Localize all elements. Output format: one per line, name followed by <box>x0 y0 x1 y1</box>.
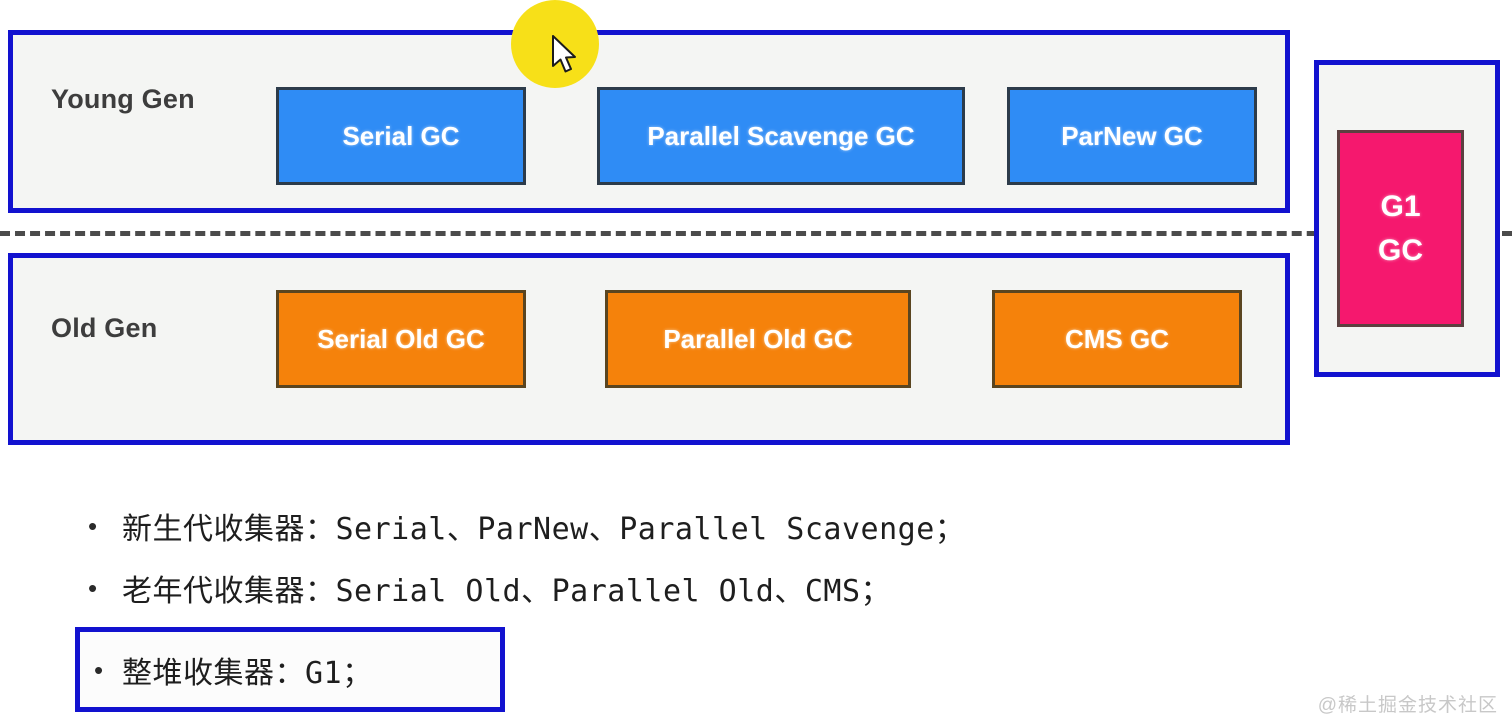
mouse-pointer-icon <box>552 35 576 73</box>
bullet-item-whole-heap-highlighted: • 整堆收集器：G1； <box>75 627 505 712</box>
bullet-marker: • <box>94 654 104 685</box>
collector-chip-g1-gc[interactable]: G1 GC <box>1337 130 1464 327</box>
bullet-text: 整堆收集器：G1； <box>122 655 373 691</box>
collector-chip-parnew-gc[interactable]: ParNew GC <box>1007 87 1257 185</box>
collector-chip-parallel-old-gc[interactable]: Parallel Old GC <box>605 290 911 388</box>
bullet-text: 老年代收集器：Serial Old、Parallel Old、CMS； <box>122 574 892 609</box>
collector-chip-serial-old-gc[interactable]: Serial Old GC <box>276 290 526 388</box>
g1-label-line1: G1 <box>1380 190 1421 223</box>
bullet-list: • 新生代收集器：Serial、ParNew、Parallel Scavenge… <box>80 495 1430 619</box>
collector-chip-serial-gc[interactable]: Serial GC <box>276 87 526 185</box>
heap-divider-dashed-line <box>0 231 1512 236</box>
bullet-text: 新生代收集器：Serial、ParNew、Parallel Scavenge； <box>122 512 966 547</box>
g1-label-line2: GC <box>1378 233 1423 267</box>
collector-chip-cms-gc[interactable]: CMS GC <box>992 290 1242 388</box>
bullet-marker: • <box>88 573 98 603</box>
collector-chip-parallel-scavenge-gc[interactable]: Parallel Scavenge GC <box>597 87 965 185</box>
old-gen-label: Old Gen <box>51 313 158 343</box>
watermark: @稀土掘金技术社区 <box>1317 695 1498 716</box>
bullet-item-young-gen: • 新生代收集器：Serial、ParNew、Parallel Scavenge… <box>80 495 1430 557</box>
bullet-item-old-gen: • 老年代收集器：Serial Old、Parallel Old、CMS； <box>80 557 1430 619</box>
young-gen-label: Young Gen <box>51 84 195 114</box>
young-gen-panel: Young Gen Serial GC Parallel Scavenge GC… <box>8 30 1290 213</box>
old-gen-panel: Old Gen Serial Old GC Parallel Old GC CM… <box>8 253 1290 445</box>
bullet-marker: • <box>88 511 98 541</box>
